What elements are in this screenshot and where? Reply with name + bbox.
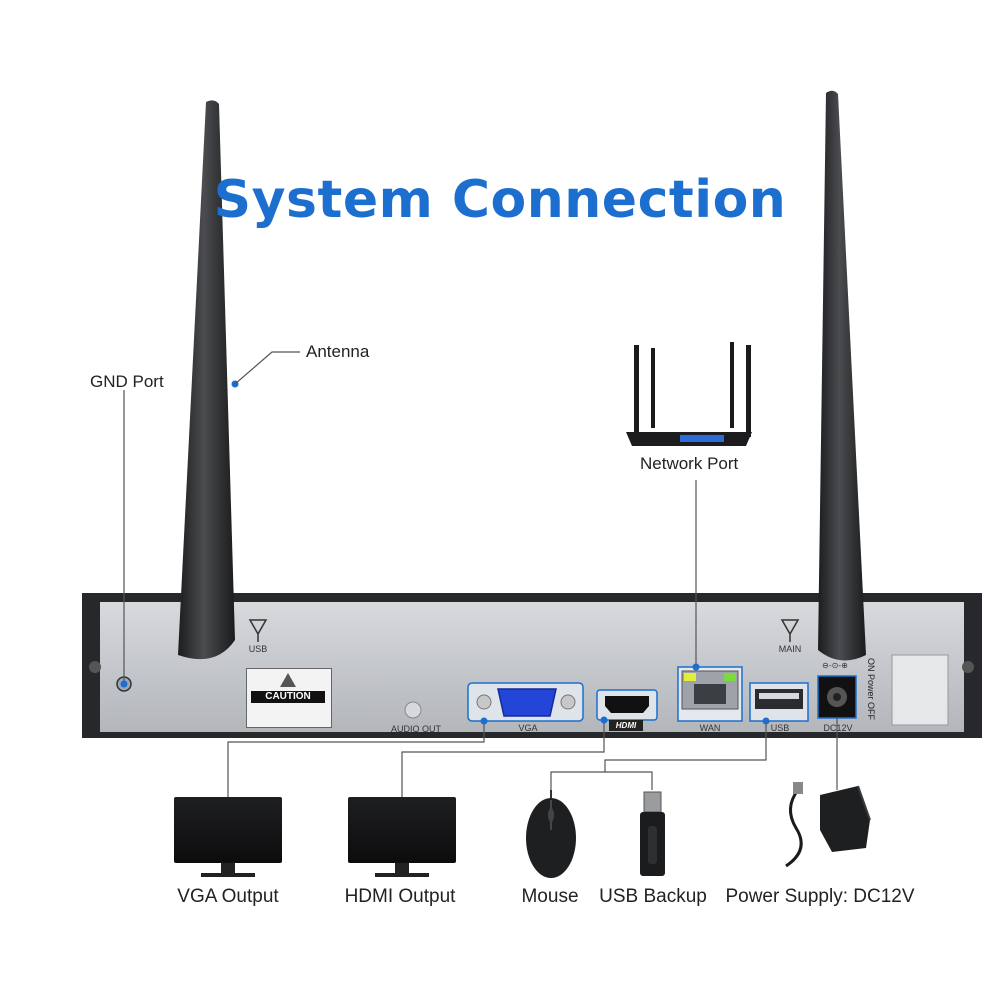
audio-out-jack (404, 701, 422, 719)
power-supply-label: Power Supply: DC12V (725, 886, 915, 907)
gnd-port-label: GND Port (90, 372, 164, 391)
antenna-callout-line (234, 351, 300, 385)
caution-sticker: CAUTION (246, 668, 332, 728)
connection-dots (120, 663, 770, 725)
hdmi-port (605, 696, 649, 713)
vga-screw-right (560, 694, 576, 710)
vga-port-label: VGA (518, 723, 538, 733)
power-switch-label: ON Power OFF (866, 658, 876, 721)
wan-led-left (684, 673, 696, 681)
power-switch (891, 654, 949, 726)
antenna-right (818, 90, 866, 661)
usb-port-label: USB (770, 723, 790, 733)
hdmi-output-label: HDMI Output (344, 886, 456, 907)
dc-port (817, 675, 857, 719)
antenna-label: Antenna (306, 342, 370, 361)
right-screw (962, 661, 974, 673)
hdmi-port-label: HDMI (609, 720, 643, 731)
usb-backup-line (605, 771, 653, 790)
mouse-label: Mouse (521, 886, 579, 907)
audio-out-label: AUDIO OUT (390, 724, 441, 734)
dc-port-label: DC12V (823, 723, 853, 733)
left-screw (89, 661, 101, 673)
page-title: System Connection (213, 170, 787, 230)
wan-port-label: WAN (699, 723, 721, 733)
usb-port-tongue (759, 693, 799, 699)
caution-label: CAUTION (251, 691, 325, 703)
usb-backup-label: USB Backup (599, 886, 707, 907)
usb-antenna-label: USB (248, 644, 268, 654)
warning-icon (280, 673, 296, 687)
vga-port (497, 688, 557, 717)
power-adapter (785, 782, 871, 868)
main-antenna-icon (780, 619, 800, 642)
dc-polarity-symbol: ⊖-⊙-⊕ (822, 661, 848, 670)
vga-screw-left (476, 694, 492, 710)
mouse (526, 790, 576, 878)
hdmi-monitor (348, 797, 456, 877)
vga-monitor (174, 797, 282, 877)
wan-socket (694, 684, 726, 704)
hdmi-connection-line (401, 720, 605, 800)
usb-stick (640, 791, 665, 876)
router (626, 342, 752, 446)
vga-connection-line (227, 721, 485, 800)
wan-led-right (724, 673, 736, 681)
main-antenna-label: MAIN (778, 644, 802, 654)
usb-mouse-line (550, 721, 767, 790)
callout-lines (123, 351, 838, 800)
usb-antenna-icon (248, 619, 268, 642)
network-port-label: Network Port (640, 454, 739, 473)
vga-output-label: VGA Output (177, 886, 279, 907)
dc-port-pin (833, 693, 841, 701)
